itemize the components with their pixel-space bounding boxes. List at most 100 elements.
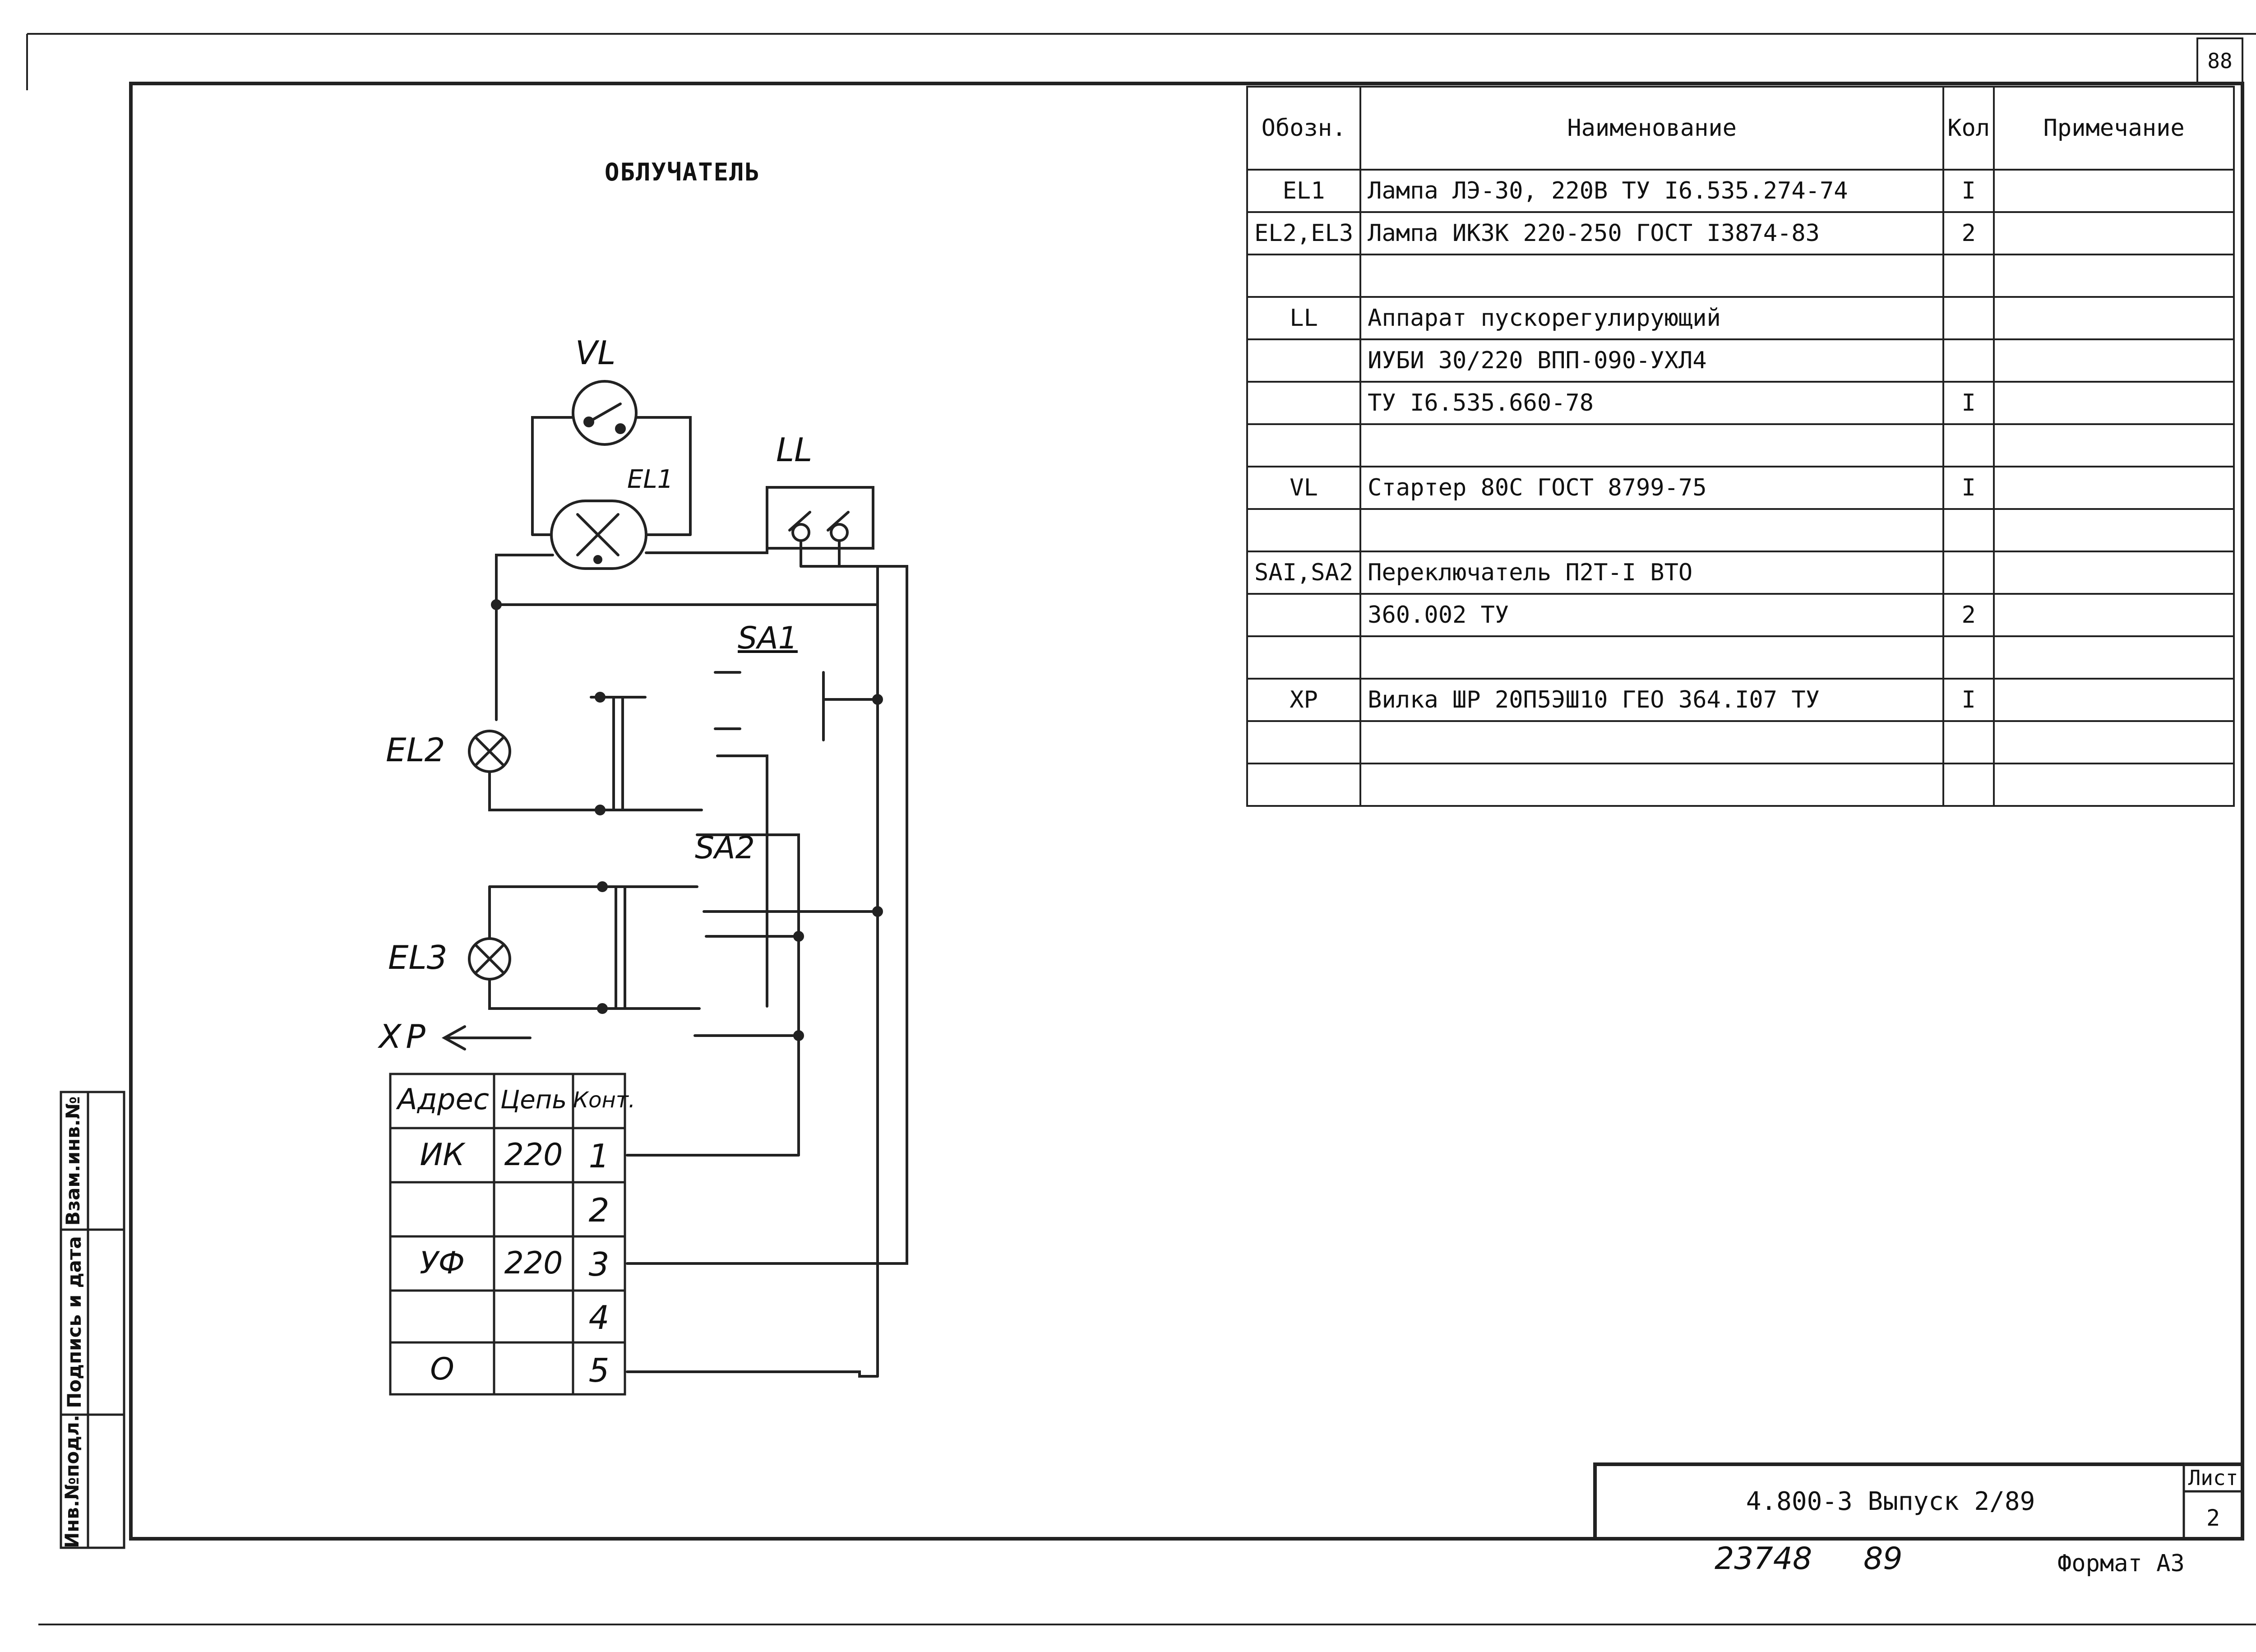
cell-name — [1359, 635, 1945, 680]
cell-note — [1993, 381, 2235, 425]
sheet-number: 88 — [2207, 49, 2233, 73]
cell-qty: 2 — [1942, 211, 1995, 255]
cell-note — [1993, 635, 2235, 680]
label-sa1: SA1 — [738, 620, 798, 656]
cell-name: Лампа ЛЭ-30, 220В ТУ I6.535.274-74 — [1359, 169, 1945, 213]
connector-header-circuit: Цепь — [500, 1085, 567, 1115]
table-row — [1246, 763, 2235, 807]
cell-designation: LL — [1246, 296, 1362, 340]
label-ll: LL — [776, 431, 813, 469]
title-block-sheet-value: 2 — [2206, 1505, 2220, 1531]
cell-name: Вилка ШР 20П5ЭШ10 ГЕО 364.I07 ТУ — [1359, 678, 1945, 722]
connector-row-1-address: ИК — [420, 1137, 465, 1173]
connector-row-2-contact: 2 — [588, 1191, 610, 1229]
table-row — [1246, 254, 2235, 298]
cell-qty — [1942, 551, 1995, 595]
spec-header-qty: Кол — [1942, 86, 1995, 171]
label-el2: EL2 — [386, 731, 445, 769]
connector-row-3-contact: 3 — [588, 1245, 610, 1283]
cell-note — [1993, 211, 2235, 255]
cell-qty — [1942, 338, 1995, 383]
table-row — [1246, 508, 2235, 552]
cell-qty — [1942, 720, 1995, 764]
cell-designation — [1246, 720, 1362, 764]
cell-qty — [1942, 763, 1995, 807]
cell-note — [1993, 678, 2235, 722]
spec-header-designation: Обозн. — [1246, 86, 1362, 171]
cell-designation — [1246, 338, 1362, 383]
side-stamp — [60, 1091, 125, 1549]
connector-row-1-circuit: 220 — [504, 1137, 563, 1173]
cell-note — [1993, 551, 2235, 595]
sheet-frame — [26, 33, 2256, 1625]
cell-name: Стартер 80С ГОСТ 8799-75 — [1359, 466, 1945, 510]
cell-designation — [1246, 593, 1362, 637]
footer-handwritten-year: 89 — [1863, 1541, 1903, 1577]
schematic — [441, 380, 908, 1378]
cell-qty: 2 — [1942, 593, 1995, 637]
cell-note — [1993, 508, 2235, 552]
cell-note — [1993, 296, 2235, 340]
cell-qty — [1942, 423, 1995, 467]
connector-row-4-contact: 4 — [588, 1299, 610, 1337]
cell-designation: SAI,SA2 — [1246, 551, 1362, 595]
label-el1: EL1 — [627, 465, 674, 494]
connector-row-3-circuit: 220 — [504, 1245, 563, 1281]
cell-note — [1993, 593, 2235, 637]
cell-name: Лампа ИКЗК 220-250 ГОСТ I3874-83 — [1359, 211, 1945, 255]
cell-designation — [1246, 254, 1362, 298]
cell-designation — [1246, 508, 1362, 552]
label-el3: EL3 — [388, 939, 448, 976]
table-row — [1246, 720, 2235, 764]
cell-designation: VL — [1246, 466, 1362, 510]
cell-name — [1359, 763, 1945, 807]
cell-note — [1993, 423, 2235, 467]
cell-name: 360.002 ТУ — [1359, 593, 1945, 637]
table-row — [1246, 635, 2235, 680]
spec-header-row: Обозн. Наименование Кол Примечание — [1246, 86, 2235, 171]
stamp-inv-podl: Инв.№подл. — [61, 1415, 83, 1548]
cell-name: ИУБИ 30/220 ВПП-090-УХЛ4 — [1359, 338, 1945, 383]
cell-designation — [1246, 381, 1362, 425]
connector-row-5-address: О — [430, 1351, 454, 1387]
cell-name: Аппарат пускорегулирующий — [1359, 296, 1945, 340]
table-row — [1246, 423, 2235, 467]
stamp-vzam-inv: Взам.инв.№ — [62, 1096, 84, 1226]
ballast-ll-symbol — [766, 486, 874, 550]
cell-note — [1993, 720, 2235, 764]
cell-note — [1993, 466, 2235, 510]
cell-name: Переключатель П2Т-I ВТО — [1359, 551, 1945, 595]
cell-designation — [1246, 763, 1362, 807]
cell-name: ТУ I6.535.660-78 — [1359, 381, 1945, 425]
connector-row-5-contact: 5 — [588, 1351, 610, 1389]
connector-table-grid — [389, 1073, 626, 1396]
connector-row-3-address: УФ — [420, 1245, 465, 1281]
cell-designation — [1246, 635, 1362, 680]
cell-designation: EL1 — [1246, 169, 1362, 213]
stamp-podpis-data: Подпись и дата — [63, 1236, 85, 1408]
cell-note — [1993, 763, 2235, 807]
cell-designation: EL2,EL3 — [1246, 211, 1362, 255]
cell-qty — [1942, 254, 1995, 298]
footer-handwritten-number: 23748 — [1715, 1541, 1812, 1577]
cell-qty — [1942, 508, 1995, 552]
table-row: ИУБИ 30/220 ВПП-090-УХЛ4 — [1246, 338, 2235, 383]
cell-qty: I — [1942, 381, 1995, 425]
cell-designation: XP — [1246, 678, 1362, 722]
label-xp: XP — [379, 1018, 430, 1055]
label-sa2: SA2 — [695, 830, 755, 866]
title-block-doc-code: 4.800-3 Выпуск 2/89 — [1746, 1487, 2035, 1516]
connector-row-1-contact: 1 — [588, 1137, 610, 1175]
connector-header-address: Адрес — [397, 1083, 490, 1116]
title-block-frame — [1593, 1462, 2242, 1539]
cell-name — [1359, 508, 1945, 552]
cell-qty: I — [1942, 678, 1995, 722]
